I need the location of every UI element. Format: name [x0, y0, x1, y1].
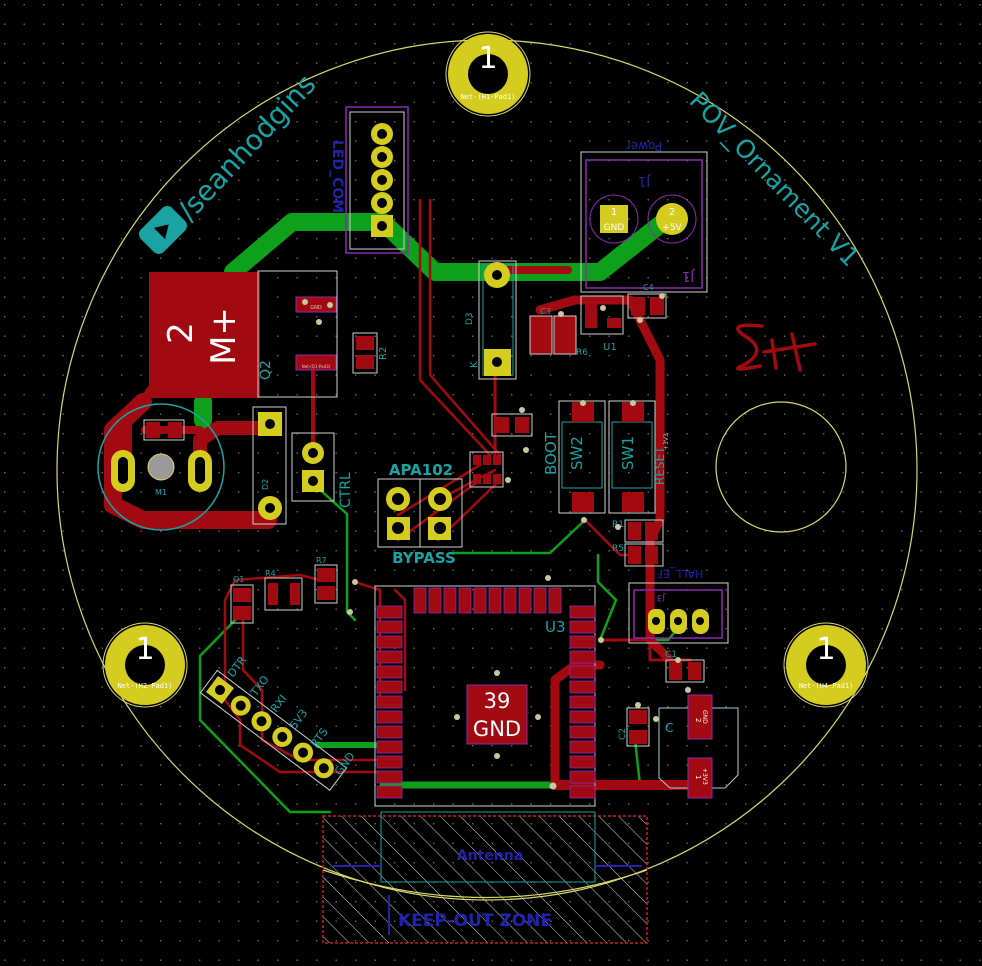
- h1-pad-number: 1: [478, 41, 497, 76]
- c2-capacitor[interactable]: C2: [618, 707, 650, 747]
- reg-pad1-number: 1: [694, 775, 702, 779]
- q2-pad-bottom-net: Net-(Q1-Pad3): [302, 364, 331, 369]
- j3-label: J3: [657, 592, 666, 602]
- level-shifter-ic[interactable]: [469, 451, 504, 488]
- reset-label: RESET: [653, 446, 667, 485]
- reg-pad2-number: 2: [694, 718, 702, 722]
- power-connector-j1[interactable]: Power J1 1 GND 2 +5V J1: [580, 139, 708, 293]
- vias: [302, 293, 691, 790]
- motor-m1-footprint[interactable]: M1: [97, 403, 225, 531]
- u3-label: U3: [545, 618, 566, 636]
- power-regulator-cluster[interactable]: C3 R6 U1 C4: [529, 283, 667, 358]
- gnd-pad-number: 39: [484, 689, 511, 713]
- q1-label: Q1: [233, 575, 244, 584]
- r7-label: R7: [316, 556, 327, 565]
- sw2-label: SW2: [568, 436, 586, 470]
- apa102-label: APA102: [389, 461, 453, 479]
- esp32-module-u3[interactable]: U3 39 GND: [374, 585, 596, 807]
- r1-r5-resistors[interactable]: R1 R5: [612, 519, 664, 567]
- r2-resistor[interactable]: R2: [352, 332, 389, 374]
- apa102-bypass-jumpers[interactable]: APA102 BYPASS: [377, 461, 463, 567]
- gnd-pad-net: GND: [473, 717, 521, 741]
- power-pin2-number: 2: [669, 207, 675, 218]
- led-com-label: LED_COM: [329, 140, 345, 213]
- h2-net-label: Net-(H2-Pad1): [118, 682, 173, 690]
- motor-pad-m-plus[interactable]: 2 M+: [140, 272, 260, 398]
- top-pad-row: [413, 587, 562, 614]
- reg-pad1-net: +3V3: [701, 768, 708, 785]
- r6-label: R6: [576, 348, 588, 358]
- q2-label: Q2: [258, 360, 274, 380]
- j1-label-top: J1: [638, 173, 651, 188]
- motor-pad-net: M+: [204, 307, 244, 365]
- cutout-hole-outline: [715, 401, 847, 533]
- hall-sensor-header[interactable]: HALL_EF J3: [628, 567, 729, 644]
- r5-label: R5: [612, 544, 624, 554]
- small-capacitor[interactable]: [491, 413, 533, 437]
- signature-logo: [736, 323, 817, 372]
- h2-pad-number: 1: [135, 632, 154, 667]
- c1-capacitor[interactable]: C1: [665, 650, 705, 683]
- power-pin1-net: GND: [604, 223, 625, 233]
- d3-label: D3: [465, 312, 475, 325]
- r4-label: R4: [265, 569, 276, 578]
- ctrl-connector[interactable]: CTRL: [291, 432, 354, 508]
- power-pin2-net: +5V: [662, 223, 682, 233]
- mounting-hole-h1[interactable]: 1 Net-(H1-Pad1): [445, 31, 531, 117]
- back-copper-traces[interactable]: [194, 206, 687, 814]
- keepout-label: KEEP-OUT ZONE: [398, 911, 552, 931]
- q1-transistor-cluster[interactable]: R4 R7 Q1: [230, 556, 338, 624]
- reg-ref-label: C: [665, 721, 673, 735]
- power-pin1-number: 1: [611, 207, 617, 218]
- right-pad-column: [569, 605, 596, 799]
- u1-label: U1: [603, 342, 617, 353]
- reg-pad2-net: GND: [701, 710, 708, 724]
- h4-pad-number: 1: [816, 632, 835, 667]
- hall-label: HALL_EF: [657, 567, 704, 580]
- q2-pad-top-net: GND: [310, 305, 322, 311]
- motor-pad-number: 2: [161, 322, 201, 344]
- d3-diode[interactable]: D3 K: [465, 260, 517, 380]
- rail-3v3-label: +3V3: [663, 433, 670, 450]
- left-pad-column: [376, 605, 403, 799]
- h4-net-label: Net-(H4-Pad1): [799, 682, 854, 690]
- boot-label: BOOT: [542, 431, 560, 475]
- antenna-label: Antenna: [457, 848, 523, 864]
- c1-label: C1: [665, 650, 677, 660]
- c3-label: C3: [540, 307, 551, 316]
- c4-label: C4: [643, 283, 654, 292]
- mounting-hole-h2[interactable]: 1 Net-(H2-Pad1): [102, 622, 188, 708]
- h1-net-label: Net-(H1-Pad1): [461, 93, 516, 101]
- motor-label: M1: [155, 488, 167, 497]
- youtube-logo: [139, 206, 187, 254]
- j1-label-bottom: J1: [682, 268, 695, 283]
- bypass-label: BYPASS: [392, 549, 456, 567]
- antenna-keepout-zone[interactable]: Antenna KEEP-OUT ZONE: [322, 811, 648, 944]
- power-label: Power: [626, 139, 662, 153]
- d2-diode[interactable]: D2: [252, 406, 287, 525]
- reset-switch-sw1[interactable]: SW1 RESET +3V3: [608, 400, 670, 514]
- mounting-hole-h4[interactable]: 1 Net-(H4-Pad1): [783, 622, 869, 708]
- d2-label: D2: [261, 479, 270, 490]
- ctrl-label: CTRL: [338, 472, 354, 508]
- voltage-regulator[interactable]: 2 GND 1 +3V3 C: [658, 694, 739, 799]
- sw1-label: SW1: [619, 436, 637, 470]
- r2-label: R2: [378, 347, 389, 360]
- d3-cathode-label: K: [469, 361, 480, 368]
- led-com-header[interactable]: LED_COM: [329, 106, 409, 254]
- c2-label: C2: [618, 728, 628, 740]
